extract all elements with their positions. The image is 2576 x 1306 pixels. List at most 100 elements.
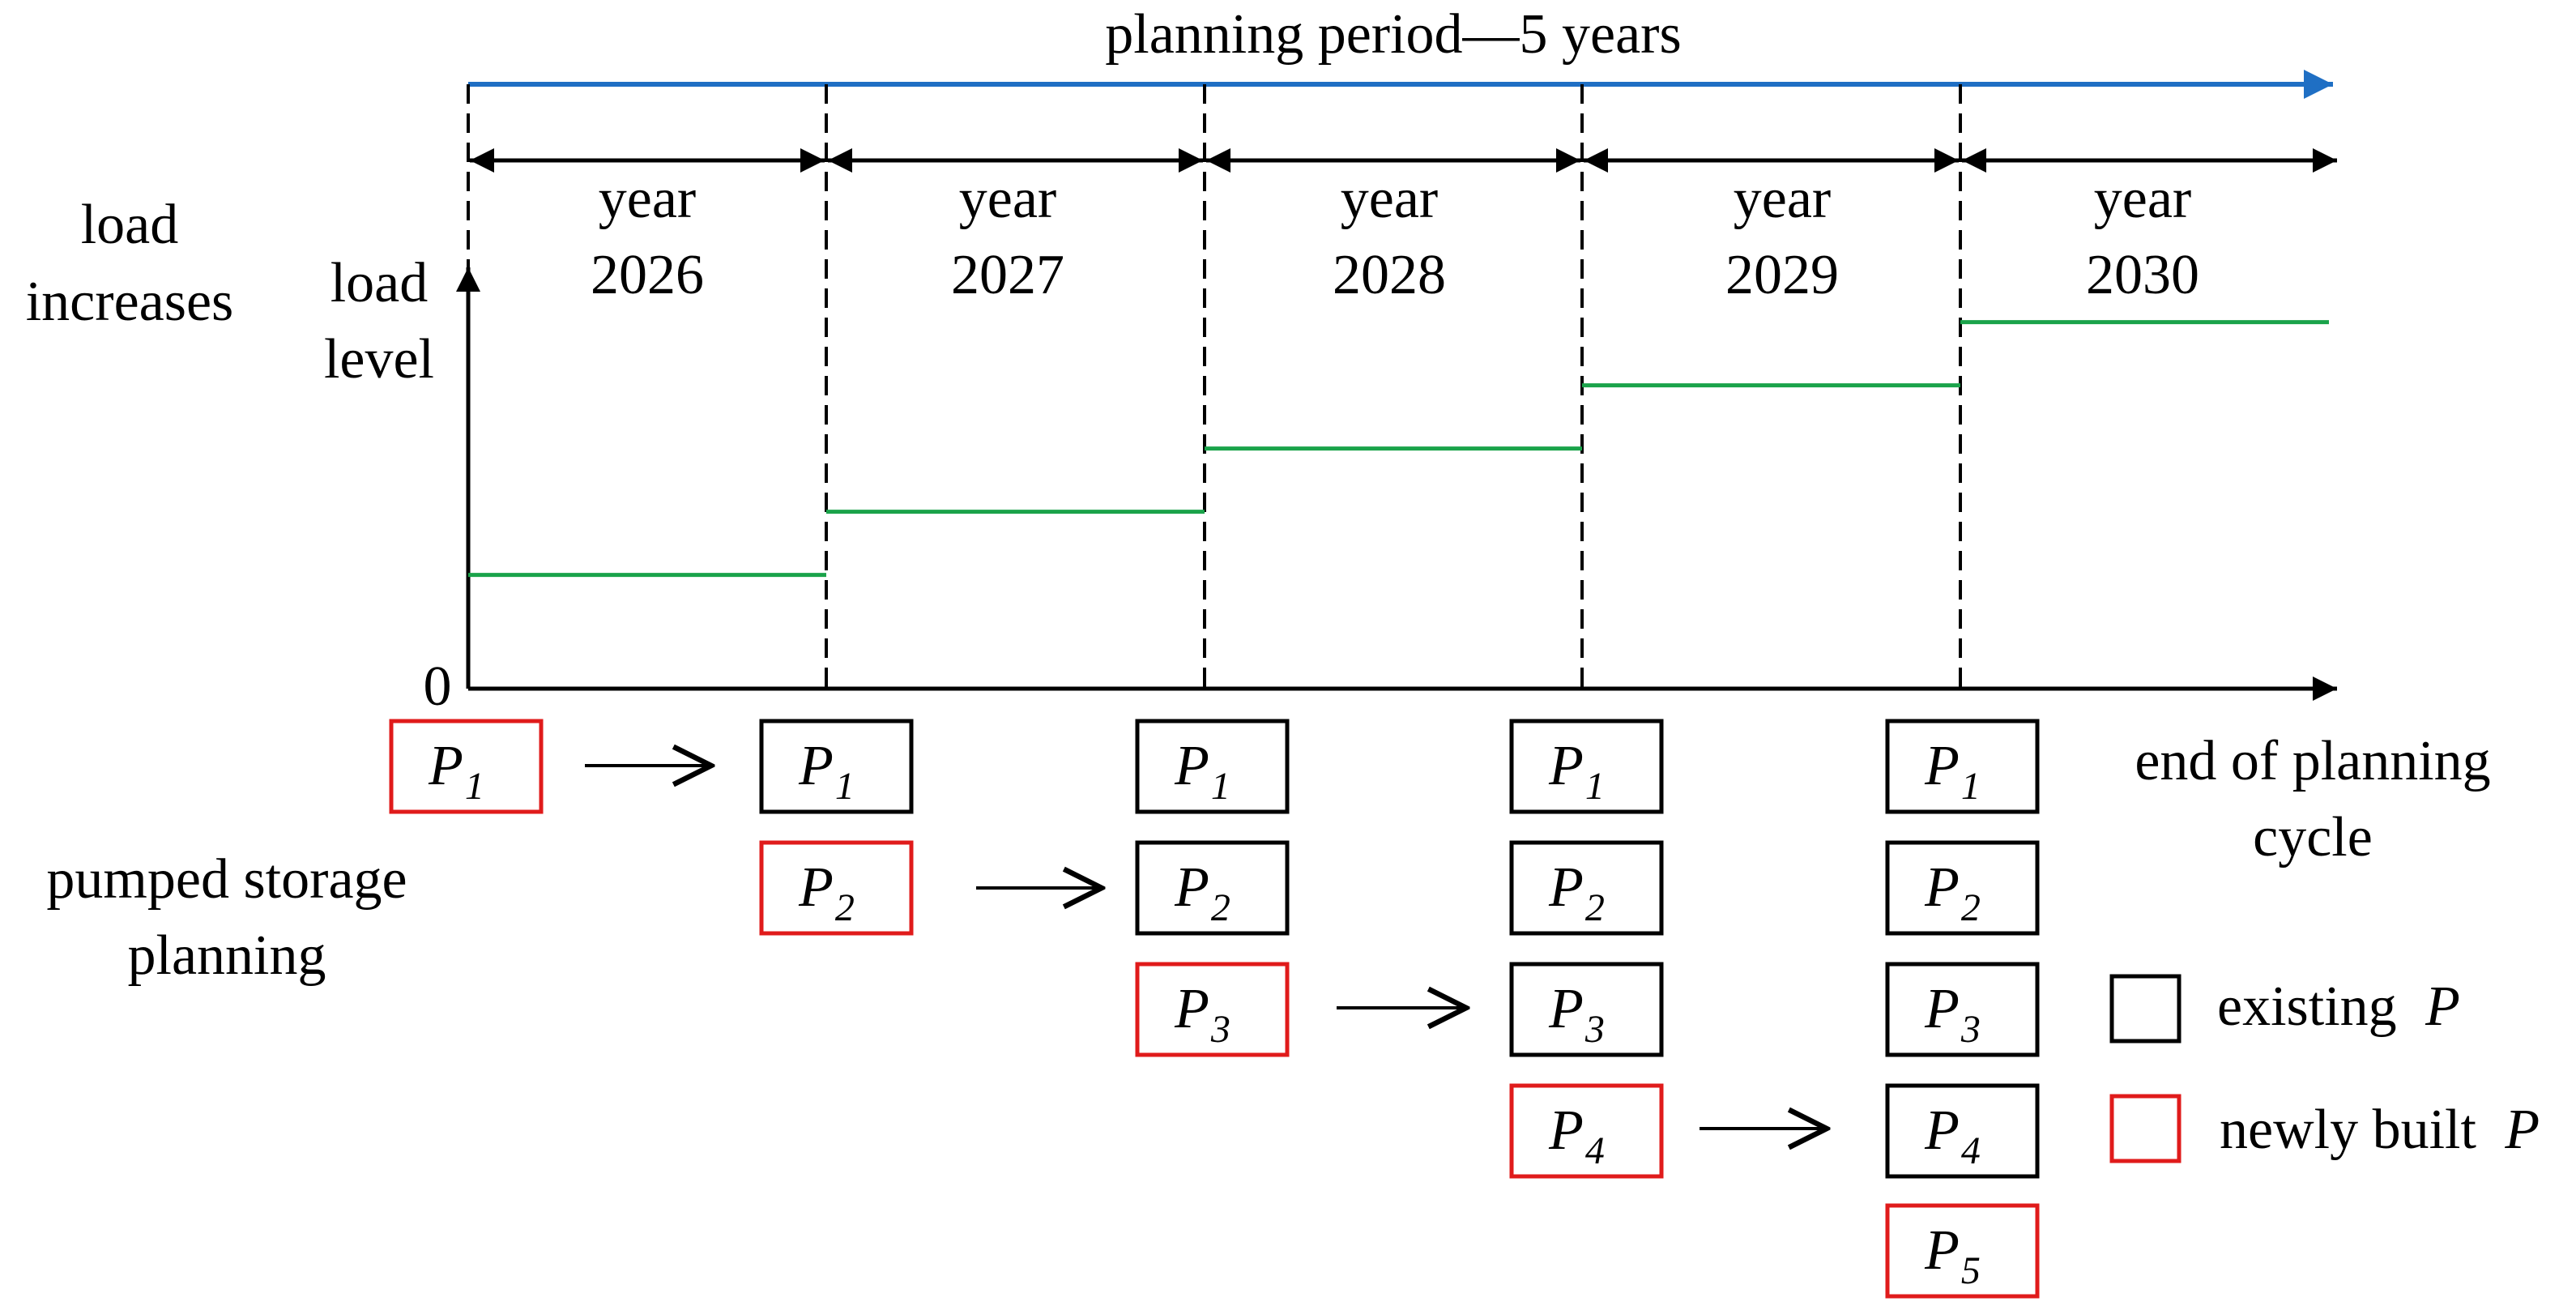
plant-letter: P [798, 856, 834, 919]
pumped-storage-label-line1: pumped storage [46, 848, 407, 911]
storage-box-frame [389, 719, 544, 814]
plant-subscript: 4 [1585, 1129, 1605, 1172]
plant-letter: P [1174, 735, 1209, 797]
year-value: 2026 [591, 244, 704, 306]
plant-subscript: 1 [1585, 765, 1605, 808]
end-of-cycle-label-line2: cycle [2253, 806, 2373, 869]
plant-subscript: 4 [1961, 1129, 1981, 1172]
storage-box-label: P2 [1924, 856, 1981, 929]
year-value: 2028 [1333, 244, 1446, 306]
storage-box-existing: P2 [1135, 840, 1290, 936]
load-increases-label-line2: increases [26, 271, 234, 333]
storage-box-label: P1 [1174, 735, 1230, 808]
year-value: 2029 [1725, 244, 1839, 306]
storage-box-new: P2 [759, 840, 914, 936]
storage-box-frame [1885, 719, 2040, 814]
storage-box-label: P2 [1548, 856, 1605, 929]
plant-subscript: 2 [1961, 886, 1981, 929]
end-of-cycle-label-line1: end of planning [2135, 730, 2490, 792]
legend-existing-swatch [2109, 974, 2181, 1044]
year-label: year [599, 168, 696, 230]
storage-box-new: P4 [1509, 1083, 1664, 1179]
storage-box-frame [1509, 719, 1664, 814]
storage-box-frame [759, 840, 914, 936]
year-value: 2030 [2086, 244, 2199, 306]
storage-box-frame [1135, 719, 1290, 814]
storage-box-label: P1 [798, 735, 855, 808]
storage-box-existing: P2 [1885, 840, 2040, 936]
storage-box-frame [1135, 840, 1290, 936]
pumped-storage-label-line2: planning [128, 924, 326, 987]
plant-subscript: 2 [835, 886, 855, 929]
storage-box-label: P3 [1174, 978, 1230, 1051]
legend-existing-text: existing P [2217, 975, 2460, 1038]
storage-box-existing: P3 [1885, 962, 2040, 1057]
storage-box-existing: P3 [1509, 962, 1664, 1057]
year-label: year [2094, 168, 2191, 230]
plant-subscript: 1 [1961, 765, 1981, 808]
storage-box-frame [1509, 840, 1664, 936]
storage-box-label: P2 [798, 856, 855, 929]
legend-new-swatch [2109, 1094, 2181, 1163]
storage-box-existing: P2 [1509, 840, 1664, 936]
storage-box-label: P4 [1548, 1099, 1605, 1172]
plant-subscript: 5 [1961, 1249, 1981, 1292]
load-level-axis-label-line1: load [331, 252, 429, 314]
planning-period-title: planning period—5 years [1105, 3, 1681, 66]
plant-letter: P [1548, 735, 1584, 797]
storage-box-existing: P1 [1135, 719, 1290, 814]
plant-subscript: 3 [1210, 1008, 1230, 1051]
storage-box-existing: P1 [759, 719, 914, 814]
storage-box-frame [1135, 962, 1290, 1057]
year-label: year [1341, 168, 1438, 230]
legend-new-symbol: P [2504, 1099, 2540, 1161]
plant-subscript: 1 [465, 765, 484, 808]
storage-box-label: P2 [1174, 856, 1230, 929]
legend-existing-word: existing [2217, 975, 2397, 1038]
legend-new-text: newly built P [2220, 1099, 2540, 1161]
plant-subscript: 3 [1960, 1008, 1981, 1051]
legend-existing-symbol: P [2425, 975, 2460, 1038]
plant-letter: P [1924, 1219, 1960, 1282]
storage-box-frame [1509, 1083, 1664, 1179]
storage-box-frame [1885, 1203, 2040, 1299]
year-value: 2027 [951, 244, 1064, 306]
load-increases-label-line1: load [81, 194, 179, 256]
plant-letter: P [1924, 978, 1960, 1040]
storage-box-frame [1885, 840, 2040, 936]
plant-letter: P [1174, 978, 1209, 1040]
plant-letter: P [428, 735, 463, 797]
storage-box-existing: P1 [1509, 719, 1664, 814]
plant-subscript: 2 [1585, 886, 1605, 929]
plant-letter: P [1548, 1099, 1584, 1162]
origin-label: 0 [424, 655, 452, 718]
plant-letter: P [1924, 856, 1960, 919]
load-level-axis-label-line2: level [324, 328, 434, 391]
plant-subscript: 3 [1584, 1008, 1605, 1051]
storage-box-label: P3 [1924, 978, 1981, 1051]
plant-letter: P [1924, 1099, 1960, 1162]
plant-letter: P [1924, 735, 1960, 797]
storage-box-existing: P1 [1885, 719, 2040, 814]
plant-subscript: 1 [835, 765, 855, 808]
legend-new-word: newly built [2220, 1099, 2476, 1161]
storage-box-label: P3 [1548, 978, 1605, 1051]
year-label: year [1734, 168, 1831, 230]
storage-box-label: P4 [1924, 1099, 1981, 1172]
plant-subscript: 2 [1211, 886, 1230, 929]
transition-arrows [585, 766, 1827, 1129]
load-level-steps [468, 320, 2329, 578]
year-label: year [959, 168, 1056, 230]
plant-letter: P [1548, 978, 1584, 1040]
storage-box-new: P3 [1135, 962, 1290, 1057]
storage-box-new: P5 [1885, 1203, 2040, 1299]
storage-box-existing: P4 [1885, 1083, 2040, 1179]
plant-letter: P [1548, 856, 1584, 919]
storage-box-frame [1509, 962, 1664, 1057]
storage-box-label: P5 [1924, 1219, 1981, 1292]
year-labels: year 2026 year 2027 year 2028 year 2029 … [591, 168, 2199, 306]
plant-subscript: 1 [1211, 765, 1230, 808]
storage-box-frame [759, 719, 914, 814]
